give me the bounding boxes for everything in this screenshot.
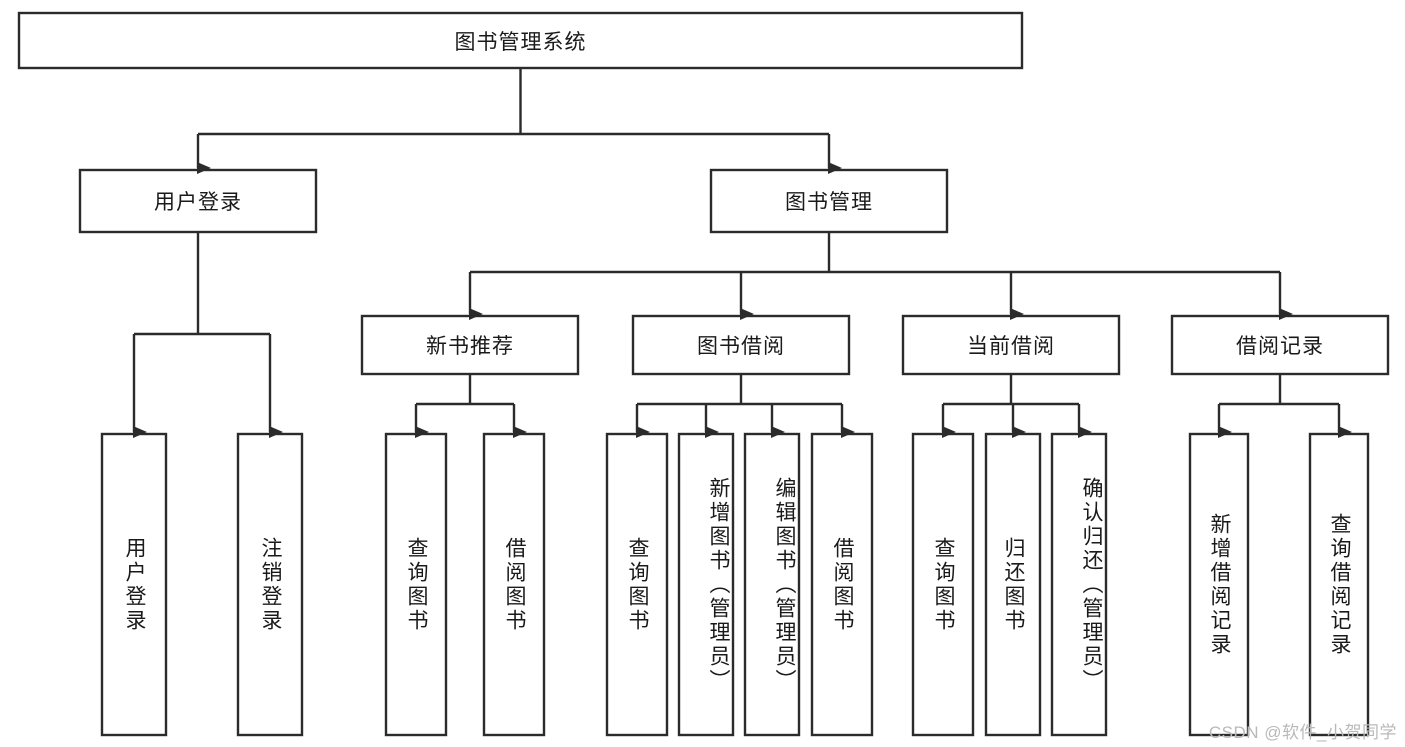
leaf-box-user-login[interactable] bbox=[100, 432, 168, 737]
node-box-current-borrow[interactable] bbox=[901, 314, 1121, 376]
leaf-box-logout[interactable] bbox=[236, 432, 304, 737]
leaf-box-query-book-current[interactable] bbox=[911, 432, 975, 737]
node-box-book-borrow[interactable] bbox=[631, 314, 851, 376]
leaf-box-confirm-return-admin[interactable] bbox=[1050, 432, 1108, 737]
leaf-box-add-book-admin[interactable] bbox=[677, 432, 735, 737]
leaf-box-return-book[interactable] bbox=[984, 432, 1042, 737]
leaf-box-query-book-borrow[interactable] bbox=[605, 432, 669, 737]
leaf-box-add-borrow-record[interactable] bbox=[1188, 432, 1250, 737]
node-box-user-login[interactable] bbox=[78, 168, 318, 234]
node-box-new-book-recommend[interactable] bbox=[360, 314, 580, 376]
leaf-box-edit-book-admin[interactable] bbox=[743, 432, 801, 737]
leaf-box-query-borrow-record[interactable] bbox=[1308, 432, 1370, 737]
node-box-book-management[interactable] bbox=[709, 168, 949, 234]
node-box-root[interactable] bbox=[17, 11, 1024, 70]
leaf-box-borrow-book[interactable] bbox=[810, 432, 874, 737]
leaf-box-query-book-rec[interactable] bbox=[384, 432, 448, 737]
node-box-borrow-record[interactable] bbox=[1170, 314, 1390, 376]
leaf-box-borrow-book-rec[interactable] bbox=[482, 432, 546, 737]
